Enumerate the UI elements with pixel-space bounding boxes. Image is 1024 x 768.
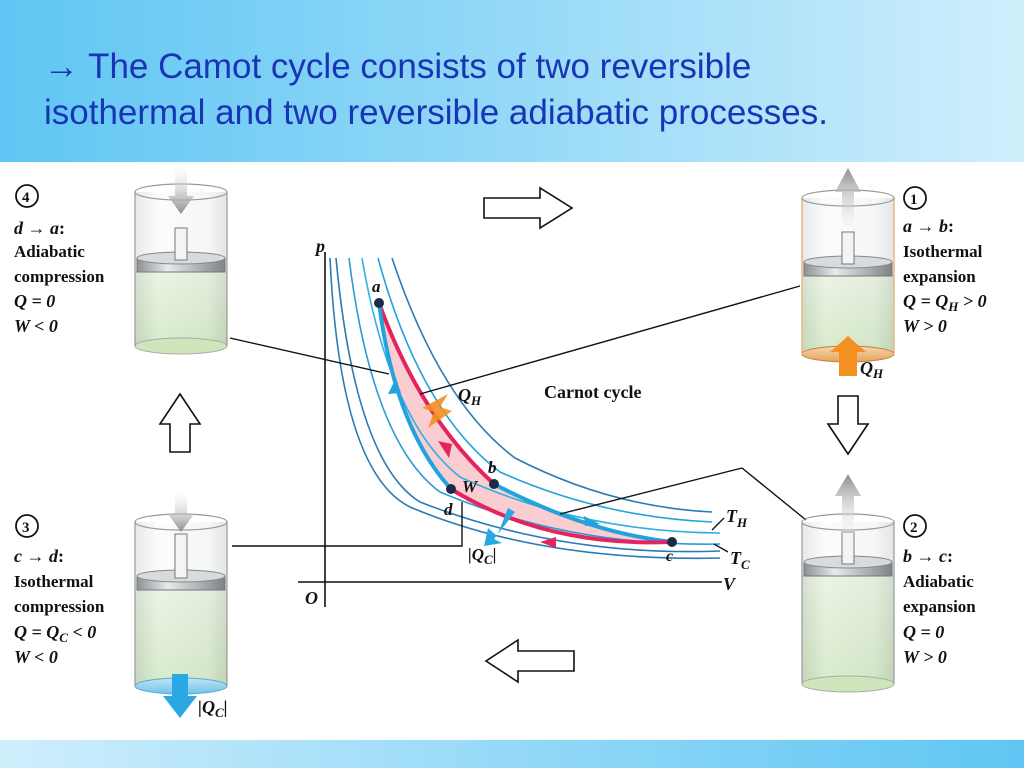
step3-q: Q = QC < 0	[14, 622, 96, 645]
cycle-region	[379, 303, 672, 543]
isotherm-hot-label: TH	[726, 506, 748, 530]
step2-number: 2	[910, 520, 918, 536]
push-up-arrow	[835, 474, 861, 534]
point-b-label: b	[488, 458, 497, 477]
edge-b-c	[492, 482, 674, 544]
step2-line2: expansion	[903, 597, 976, 616]
cylinder-step4	[134, 168, 228, 355]
heat-out-arrow-bottom	[163, 674, 197, 718]
step1-number-badge	[903, 186, 927, 210]
step1-text: 1 a → b: Isothermal expansion Q = QH > 0…	[903, 186, 987, 336]
heat-in-arrow	[422, 394, 452, 428]
step4-number: 4	[22, 190, 30, 206]
point-c-label: c	[666, 548, 673, 565]
connector-step2b	[559, 467, 743, 515]
background-curves	[329, 257, 721, 560]
step1-process: a → b:	[903, 216, 954, 236]
flow-arrow-down	[826, 395, 870, 456]
cylinder-step2	[801, 474, 895, 693]
edge-d-a	[377, 301, 453, 491]
point-c-marker	[667, 537, 677, 547]
v-axis-label: V	[723, 574, 737, 594]
point-a-label: a	[372, 277, 381, 296]
step3-w: W < 0	[14, 647, 58, 667]
step2-number-badge	[903, 514, 927, 538]
step1-line1: Isothermal	[903, 242, 983, 261]
step4-w: W < 0	[14, 316, 58, 336]
flow-arrow-up	[158, 392, 202, 453]
step4-line2: compression	[14, 267, 105, 286]
connector-lines	[229, 285, 807, 547]
point-d-marker	[446, 484, 456, 494]
point-b-marker	[489, 479, 499, 489]
step1-line2: expansion	[903, 267, 976, 286]
step3-line1: Isothermal	[14, 572, 94, 591]
adiabat-curve-3	[361, 257, 721, 534]
cycle-direction-arrows	[388, 378, 600, 548]
isotherm-cold-curve	[329, 257, 721, 560]
title-line-1: → The Camot cycle consists of two revers…	[44, 47, 752, 86]
push-down-arrow	[168, 494, 194, 532]
adiabat-curve-1	[335, 257, 721, 553]
isotherm-cold-label: TC	[730, 548, 750, 572]
step4-process: d → a:	[14, 218, 65, 238]
edge-c-d	[449, 487, 674, 545]
title-line-2: isothermal and two reversible adiabatic …	[44, 93, 828, 132]
isotherm-outer-curve	[391, 257, 713, 513]
step1-number: 1	[910, 192, 918, 208]
step3-text: 3 c → d: Isothermal compression Q = QC <…	[14, 514, 105, 667]
isotherm-cold-pointer	[713, 543, 729, 553]
carnot-cycle-label: Carnot cycle	[544, 382, 641, 402]
cylinder-step1: QH	[801, 168, 895, 381]
step1-heat-label: QH	[860, 358, 884, 381]
arrow-on-b-c	[584, 516, 600, 526]
heat-in-arrow-bottom	[830, 336, 866, 376]
step2-process: b → c:	[903, 546, 953, 566]
heat-out-label: |QC|	[468, 545, 496, 567]
step2-w: W > 0	[903, 647, 947, 667]
step3-process: c → d:	[14, 546, 64, 566]
point-d-label: d	[444, 500, 453, 519]
flow-arrow-right	[483, 186, 574, 230]
step4-q: Q = 0	[14, 291, 55, 311]
slide-header: → The Camot cycle consists of two revers…	[0, 0, 1024, 162]
step3-line2: compression	[14, 597, 105, 616]
flow-arrow-left	[484, 638, 575, 684]
cylinder-step3: |QC|	[134, 494, 228, 720]
push-up-arrow	[835, 168, 861, 228]
step3-heat-label: |QC|	[198, 697, 228, 720]
isotherm-hot-pointer	[711, 517, 725, 531]
p-axis-label: p	[314, 236, 325, 256]
point-a-marker	[374, 298, 384, 308]
connector-step2	[741, 467, 807, 521]
step4-text: 4 d → a: Adiabatic compression Q = 0 W <…	[14, 184, 105, 336]
step3-number-badge	[15, 514, 39, 538]
step1-q: Q = QH > 0	[903, 291, 987, 314]
arrow-on-d-a	[388, 378, 401, 394]
arrow-on-c-d	[540, 537, 556, 548]
arrow-on-a-b	[438, 441, 452, 458]
isotherm-hot-curve	[377, 257, 713, 523]
pv-diagram: p V O a b c d QH W |QC| TH TC Carnot cyc…	[298, 236, 750, 608]
slide-title: → The Camot cycle consists of two revers…	[44, 44, 1004, 136]
carnot-cycle-figure: p V O a b c d QH W |QC| TH TC Carnot cyc…	[14, 168, 987, 720]
step2-text: 2 b → c: Adiabatic expansion Q = 0 W > 0	[903, 514, 976, 667]
heat-in-label: QH	[458, 385, 482, 408]
origin-label: O	[305, 588, 318, 608]
slide-footer-bar	[0, 740, 1024, 768]
heat-out-arrow	[484, 508, 515, 546]
step1-w: W > 0	[903, 316, 947, 336]
step4-number-badge	[15, 184, 39, 208]
push-down-arrow	[168, 168, 194, 214]
step4-line1: Adiabatic	[14, 242, 85, 261]
step3-number: 3	[22, 520, 30, 536]
connector-step1	[419, 285, 801, 395]
step2-line1: Adiabatic	[903, 572, 974, 591]
step2-q: Q = 0	[903, 622, 944, 642]
work-label: W	[462, 477, 479, 496]
connector-step4	[229, 337, 390, 375]
connector-step3	[232, 502, 463, 547]
